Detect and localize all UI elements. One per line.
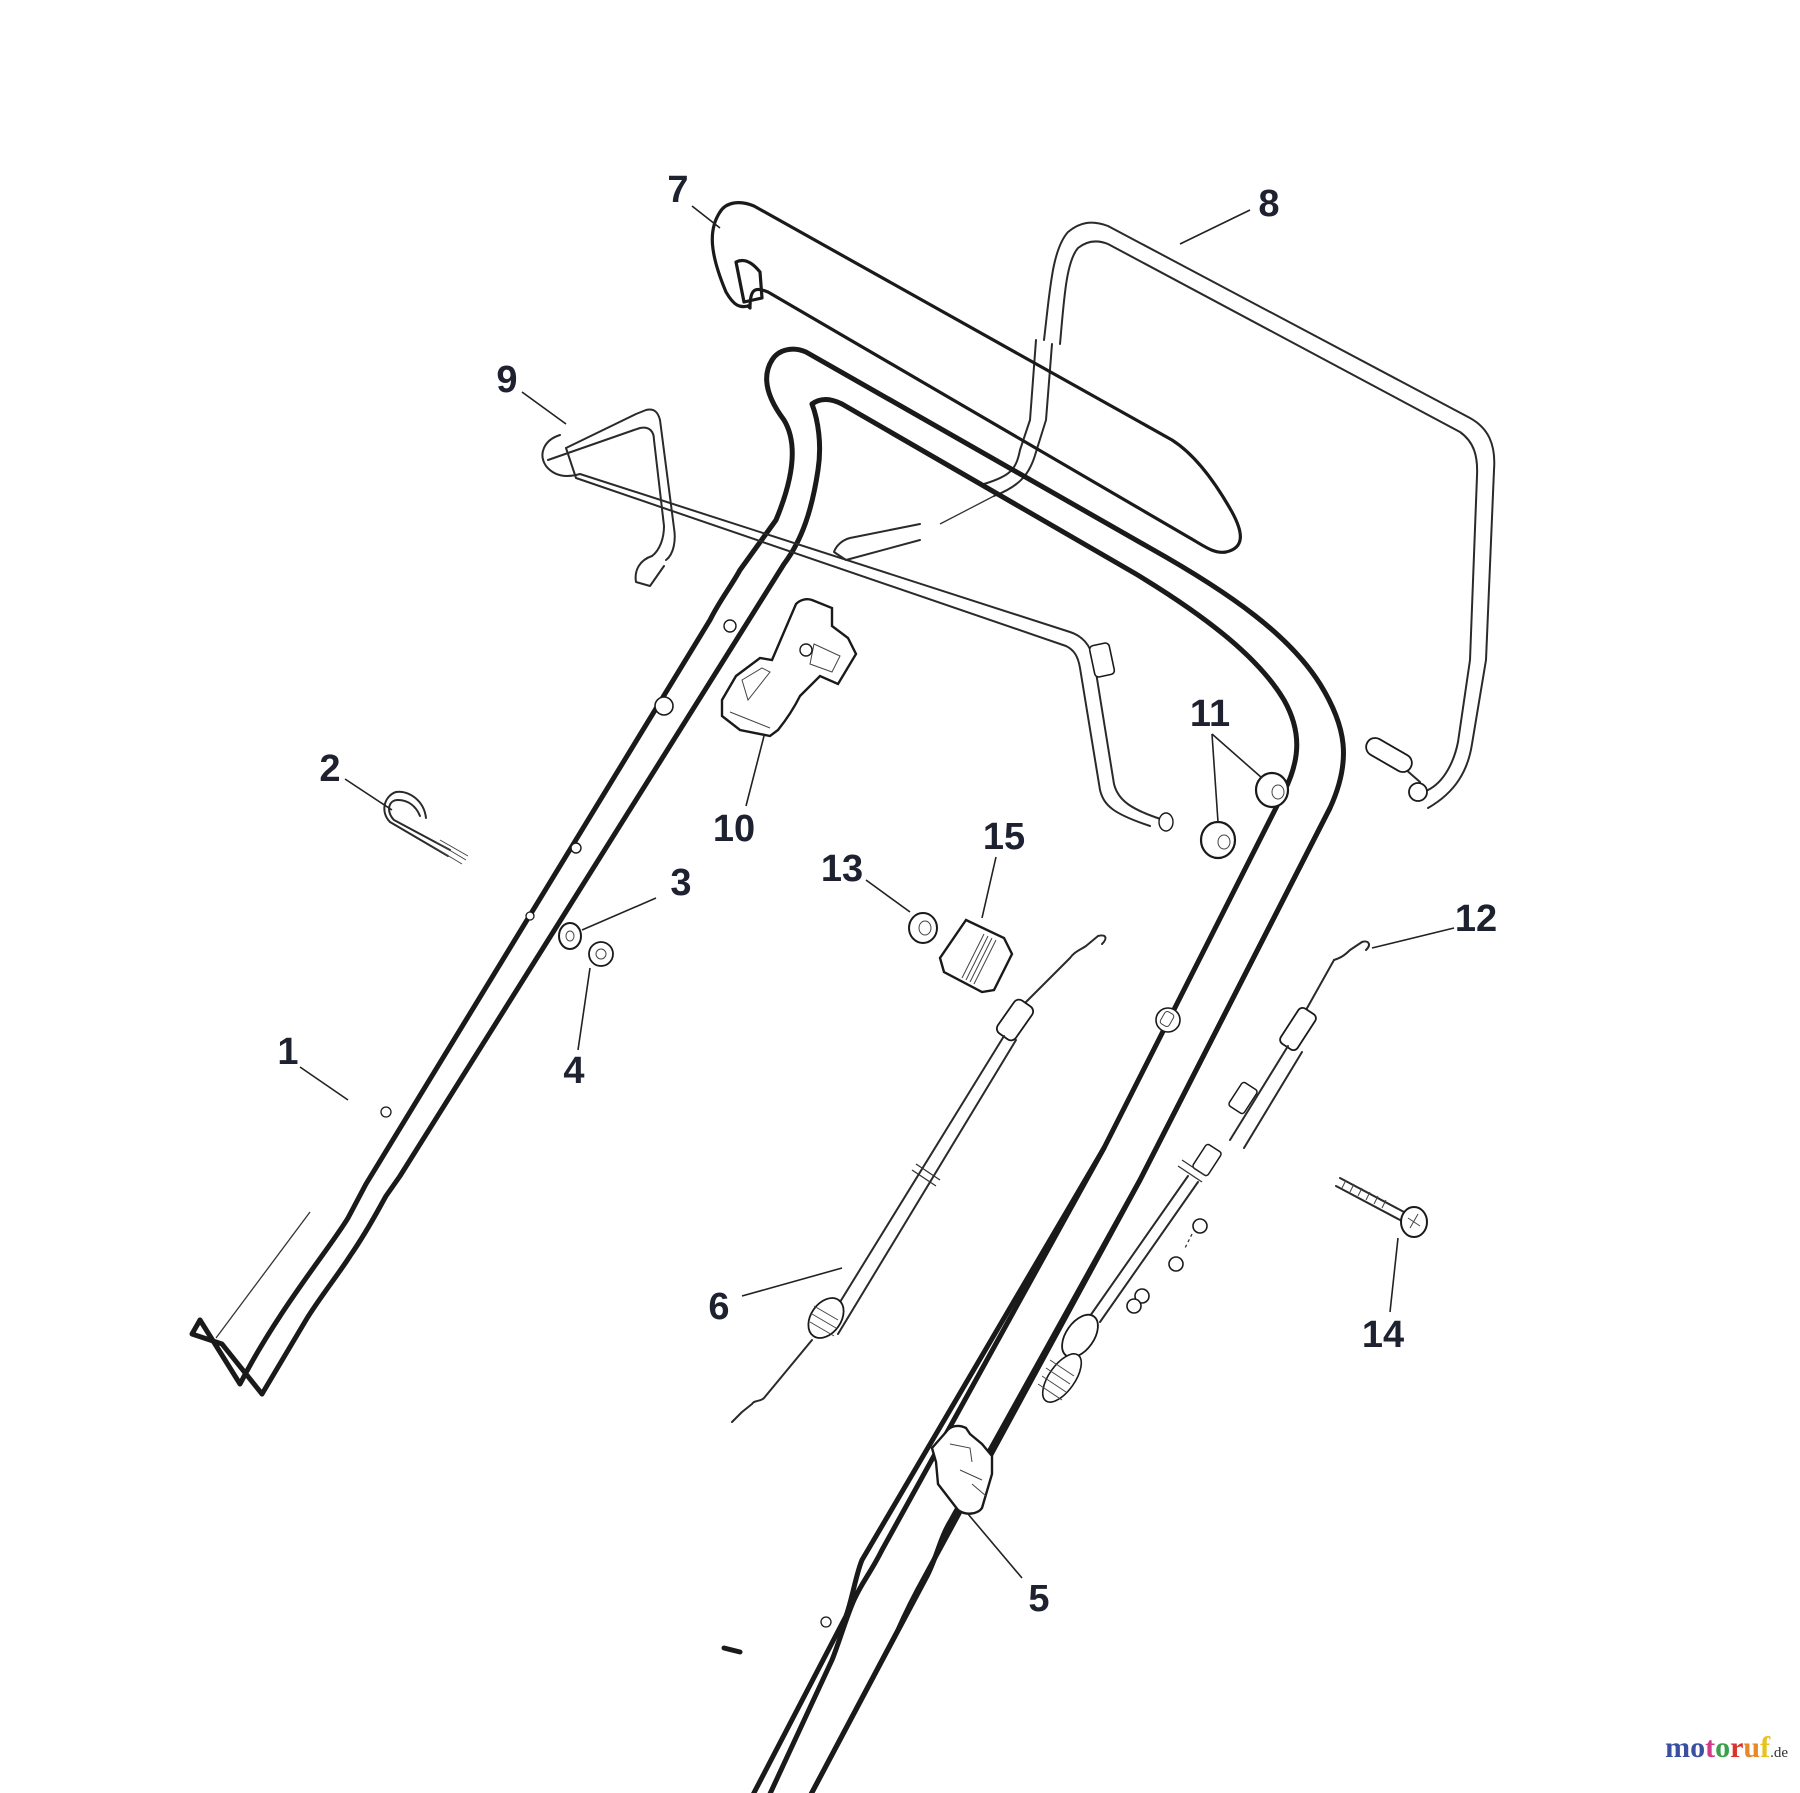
watermark-letter: o [1690, 1731, 1706, 1764]
part-12-brake-cable [1037, 940, 1370, 1403]
leader-lines [299, 205, 1455, 1579]
callout-part-15: 15 [982, 816, 1026, 858]
part-11-bushings [1199, 771, 1290, 860]
callout-part-10: 10 [712, 808, 756, 850]
part-14-screw [1335, 1177, 1428, 1238]
callout-part-7: 7 [667, 169, 689, 211]
motoruf-watermark-logo: motoruf.de [1665, 1731, 1788, 1765]
watermark-letter: f [1760, 1731, 1771, 1764]
watermark-letter: r [1730, 1731, 1744, 1764]
part-13-nut [908, 912, 938, 944]
callout-part-1: 1 [277, 1031, 299, 1073]
callout-part-4: 4 [563, 1050, 585, 1092]
main-handle [189, 346, 1346, 1793]
watermark-letter: t [1705, 1731, 1716, 1764]
part-15-adjuster-block [938, 918, 1014, 994]
part-8-brake-bail [833, 221, 1496, 809]
watermark-letter: o [1715, 1731, 1731, 1764]
part-7-grip-bar [710, 201, 1242, 554]
part-9-drive-bail [541, 408, 1174, 832]
callout-part-3: 3 [670, 862, 692, 904]
watermark-letter: u [1743, 1731, 1761, 1764]
callout-part-2: 2 [319, 748, 341, 790]
part-5-cable-clip [930, 1424, 994, 1515]
callout-part-14: 14 [1361, 1314, 1405, 1356]
callout-part-9: 9 [496, 359, 518, 401]
callout-part-8: 8 [1258, 183, 1280, 225]
callout-part-11: 11 [1189, 693, 1231, 735]
part-10-cable-guide [720, 598, 858, 738]
watermark-letter: m [1665, 1731, 1691, 1764]
callout-part-12: 12 [1454, 898, 1498, 940]
part-6-drive-cable [731, 934, 1107, 1423]
part-2-hook-bolt [383, 790, 469, 865]
watermark-tld: .de [1770, 1745, 1788, 1761]
callout-part-13: 13 [820, 848, 864, 890]
watermark-letters: motoruf [1665, 1731, 1770, 1764]
part-4-nut [588, 941, 614, 967]
callout-part-6: 6 [708, 1286, 730, 1328]
callout-part-5: 5 [1028, 1578, 1050, 1620]
part-3-washer [558, 922, 582, 950]
